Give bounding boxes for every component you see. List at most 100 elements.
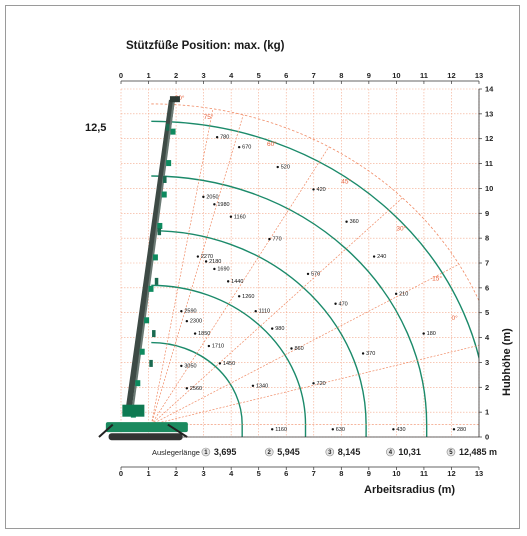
- load-label: 670: [242, 145, 251, 151]
- load-labels: 3050256025902300185017101450134011602270…: [180, 135, 466, 433]
- load-label: 630: [336, 427, 345, 433]
- load-point: [180, 310, 183, 313]
- reach-arcs: [151, 120, 479, 437]
- bottom-tick-label: 3: [202, 469, 206, 478]
- top-tick-label: 11: [420, 71, 428, 80]
- bottom-tick-label: 2: [174, 469, 178, 478]
- crane-body: [105, 422, 188, 433]
- top-tick-label: 3: [202, 71, 206, 80]
- load-point: [345, 220, 348, 223]
- boom-length: 10,31: [398, 447, 421, 457]
- load-label: 1160: [234, 214, 246, 220]
- crane-cabin: [122, 404, 145, 417]
- boom-segment: [144, 317, 150, 324]
- axes: 0011223344556677889910101111121213130123…: [119, 71, 494, 478]
- load-label: 1340: [256, 383, 268, 389]
- y-tick-label: 11: [485, 159, 493, 168]
- load-label: 1690: [217, 266, 229, 272]
- grid: [120, 88, 480, 438]
- bottom-tick-label: 9: [367, 469, 371, 478]
- top-tick-label: 6: [284, 71, 288, 80]
- y-tick-label: 6: [485, 283, 489, 292]
- load-point: [331, 428, 334, 431]
- boom-segment: [170, 128, 176, 135]
- hook: [149, 359, 153, 367]
- load-point: [251, 384, 255, 387]
- boom-id-badge: [264, 447, 274, 457]
- load-point: [306, 272, 310, 276]
- load-point: [334, 302, 337, 305]
- load-point: [312, 382, 315, 385]
- angle-ray: [150, 108, 214, 425]
- load-point: [452, 428, 456, 431]
- load-point: [271, 428, 274, 431]
- crane-base: [98, 404, 188, 441]
- y-tick-label: 10: [485, 184, 493, 193]
- load-point: [204, 260, 208, 263]
- top-tick-label: 5: [257, 71, 261, 80]
- load-point: [268, 237, 271, 241]
- boom-segment: [152, 254, 158, 261]
- load-point: [361, 352, 365, 355]
- boom-id-badge: [386, 447, 395, 457]
- load-label: 2300: [190, 319, 202, 325]
- load-label: 570: [311, 271, 320, 277]
- angle-rays: 80°75°60°45°30°15°0°: [150, 94, 479, 425]
- top-tick-label: 9: [367, 71, 371, 80]
- boom-id: 1: [204, 450, 208, 456]
- bottom-tick-label: 7: [312, 469, 316, 478]
- load-point: [229, 215, 233, 218]
- load-point: [213, 267, 216, 271]
- load-point: [372, 255, 376, 258]
- boom-segment: [139, 348, 145, 355]
- load-label: 3050: [184, 363, 196, 369]
- reach-arc: [151, 120, 479, 361]
- boom-length-label: Auslegerlänge: [152, 448, 200, 457]
- top-tick-label: 4: [229, 71, 234, 80]
- hook: [152, 330, 156, 338]
- load-label: 360: [350, 219, 359, 225]
- boom-length: 8,145: [338, 447, 361, 457]
- boom-id-badge: [446, 447, 456, 457]
- load-point: [394, 292, 398, 296]
- boom-arm: [124, 99, 175, 416]
- top-tick-label: 10: [392, 71, 400, 80]
- bottom-tick-label: 10: [392, 469, 400, 478]
- boom-id-badge: [201, 447, 211, 457]
- bottom-tick-label: 8: [339, 469, 343, 478]
- load-point: [271, 327, 274, 330]
- load-label: 2590: [184, 309, 196, 315]
- boom-segment: [157, 222, 163, 229]
- y-tick-label: 13: [485, 109, 493, 118]
- y-tick-label: 12: [485, 134, 493, 143]
- load-label: 2180: [209, 259, 221, 265]
- load-point: [312, 188, 315, 191]
- boom-length: 12,485 m: [459, 447, 497, 457]
- load-label: 370: [366, 351, 375, 357]
- angle-label: 75°: [204, 113, 214, 121]
- load-label: 720: [317, 381, 326, 387]
- boom-id: 4: [389, 450, 393, 456]
- hook: [163, 175, 167, 183]
- boom-highlight: [130, 100, 175, 415]
- load-label: 860: [294, 346, 303, 352]
- load-point: [237, 145, 241, 149]
- load-label: 1110: [259, 309, 270, 315]
- load-label: 1980: [217, 202, 229, 208]
- y-tick-label: 4: [485, 333, 490, 342]
- load-label: 470: [339, 301, 348, 307]
- outer-arc: [151, 103, 479, 302]
- top-tick-label: 7: [312, 71, 316, 80]
- y-axis-label: Hubhöhe (m): [501, 328, 513, 396]
- load-label: 1450: [223, 361, 235, 367]
- y-tick-label: 9: [485, 209, 489, 218]
- angle-ray: [151, 197, 403, 425]
- angle-ray: [150, 114, 244, 425]
- reach-arc: [151, 341, 243, 437]
- top-tick-label: 8: [339, 71, 343, 80]
- load-point: [180, 364, 183, 368]
- load-label: 240: [377, 254, 386, 260]
- y-tick-label: 7: [485, 259, 489, 268]
- chart-title: Stützfüße Position: max. (kg): [126, 40, 285, 52]
